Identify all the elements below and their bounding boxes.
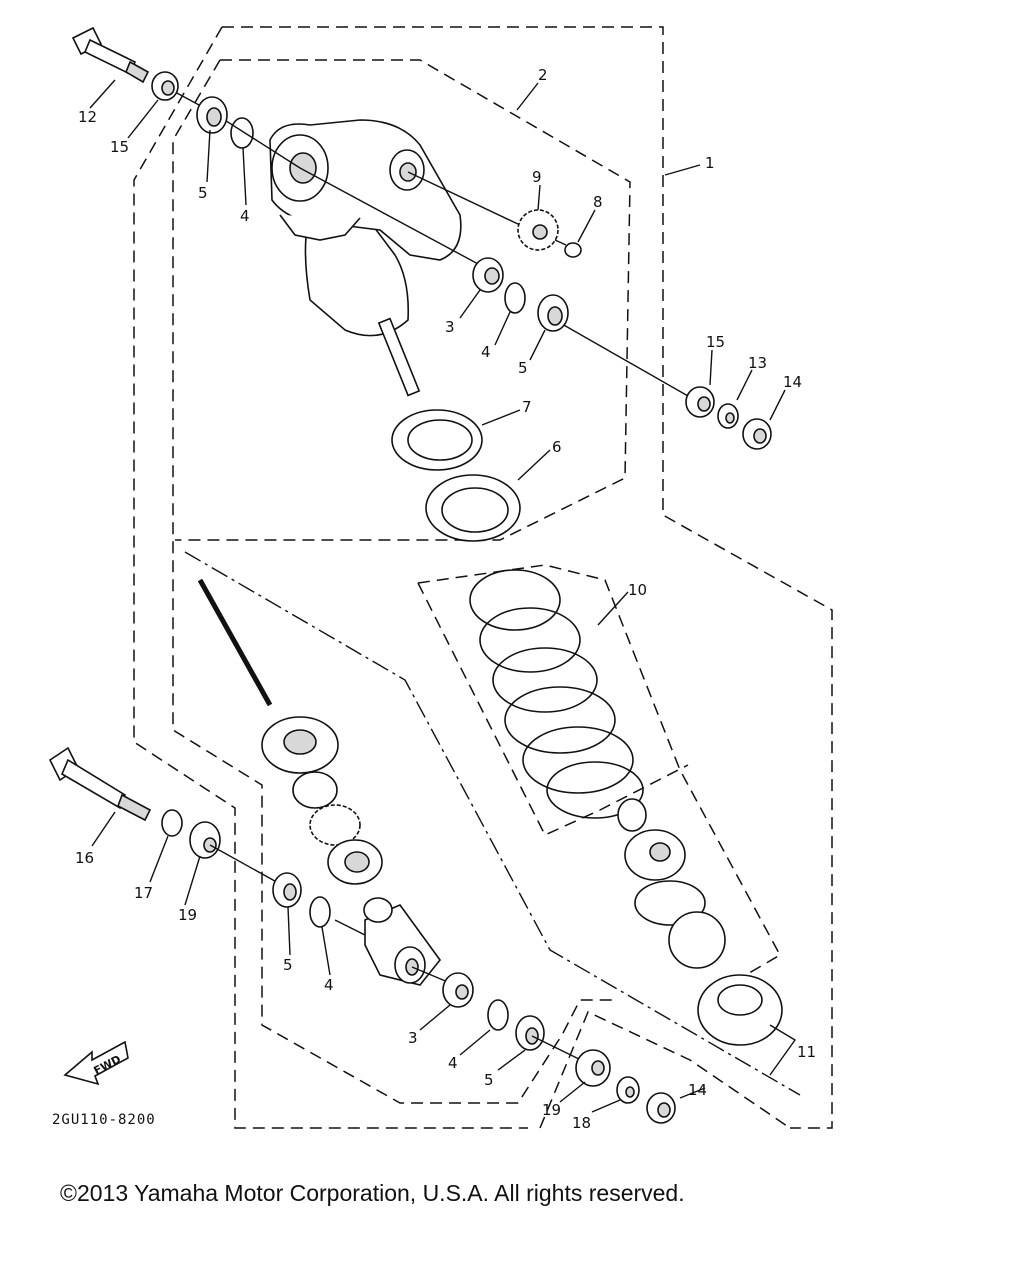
- fwd-arrow-icon: FWD: [63, 1040, 129, 1086]
- collar-19-lower-left: [189, 821, 221, 859]
- shock-absorber-body: [269, 119, 462, 397]
- locknut-7: [391, 409, 483, 471]
- callout-3-lower: 3: [408, 1029, 418, 1047]
- pin-rod: [197, 578, 273, 707]
- callout-3-top: 3: [445, 318, 455, 336]
- callout-13: 13: [748, 354, 767, 372]
- washer-18: [616, 1076, 640, 1104]
- adjuster-ring-6: [425, 474, 521, 542]
- callout-4-top: 4: [240, 207, 250, 225]
- screw-8: [554, 239, 582, 258]
- copyright-notice: ©2013 Yamaha Motor Corporation, U.S.A. A…: [60, 1180, 685, 1206]
- bearing-5-right: [537, 294, 569, 332]
- circlip-4-lower-left: [309, 896, 331, 928]
- group-outline-11: [539, 1010, 791, 1129]
- callout-9: 9: [532, 168, 542, 186]
- circlip-4-lower: [487, 999, 509, 1031]
- washer-13: [717, 403, 739, 429]
- circlip-4-right: [504, 282, 526, 314]
- callout-10: 10: [628, 581, 647, 599]
- washer-17: [161, 809, 183, 837]
- collar-15-right: [685, 386, 715, 418]
- group-outline-10-lower: [417, 582, 689, 836]
- bearing-3-right: [472, 257, 504, 293]
- bearing-5-top: [196, 96, 228, 134]
- callout-15-right: 15: [706, 333, 725, 351]
- callout-17: 17: [134, 884, 153, 902]
- callout-5-lower: 5: [484, 1071, 494, 1089]
- group-outline-10: [417, 564, 782, 991]
- callout-15-top: 15: [110, 138, 129, 156]
- assembly-line-shaft: [184, 551, 801, 1096]
- group-outline-1-left: [133, 26, 528, 1129]
- callout-19-left: 19: [178, 906, 197, 924]
- collar-19-lower: [575, 1049, 611, 1087]
- callout-5-top: 5: [198, 184, 208, 202]
- lower-clevis: [363, 897, 442, 986]
- callout-4-right: 4: [481, 343, 491, 361]
- callout-7: 7: [522, 398, 532, 416]
- callout-8: 8: [593, 193, 603, 211]
- nut-14-right: [742, 418, 772, 450]
- callout-1: 1: [705, 154, 715, 172]
- group-outline-1: [222, 26, 833, 1129]
- group-outline-2: [175, 59, 631, 541]
- callout-14-right: 14: [783, 373, 802, 391]
- spring-10: [469, 569, 644, 819]
- group-outline-2-left: [172, 59, 615, 1104]
- callout-4-lower-left: 4: [324, 976, 334, 994]
- callout-14-lower: 14: [688, 1081, 707, 1099]
- callout-2: 2: [538, 66, 548, 84]
- bearing-stack-lower: [261, 716, 383, 885]
- callout-12: 12: [78, 108, 97, 126]
- adjuster-9: [517, 209, 559, 251]
- spring-seat-lower: [617, 798, 726, 969]
- spring-guide-11: [697, 974, 783, 1046]
- leader-lines: [89, 79, 786, 1113]
- callout-11-visible: 11: [797, 1043, 816, 1061]
- nut-14-lower: [646, 1092, 676, 1124]
- bolt-12: [71, 26, 150, 84]
- figure-code: 2GU110-8200: [52, 1112, 156, 1128]
- rear-shock-exploded-diagram: 12 15 5 4 2 1 9 8 3 4 5 15 13 14 7 6 10 …: [48, 26, 833, 1132]
- collar-15-top: [151, 71, 179, 101]
- callout-19-lower: 19: [542, 1101, 561, 1119]
- bearing-5-lower-left: [272, 872, 302, 908]
- callout-5-lower-left: 5: [283, 956, 293, 974]
- bearing-3-lower: [442, 972, 474, 1008]
- bolt-16: [48, 746, 152, 822]
- callout-6: 6: [552, 438, 562, 456]
- circlip-4-top: [230, 117, 254, 149]
- bearing-5-lower: [515, 1015, 545, 1051]
- callout-16: 16: [75, 849, 94, 867]
- callout-18: 18: [572, 1114, 591, 1132]
- callout-5-right: 5: [518, 359, 528, 377]
- callout-4-lower: 4: [448, 1054, 458, 1072]
